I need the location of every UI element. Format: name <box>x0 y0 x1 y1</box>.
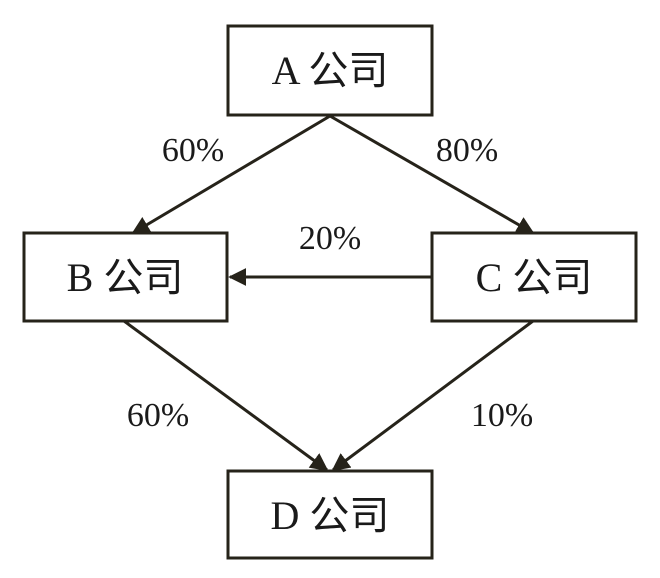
node-a: A 公司 <box>226 24 434 117</box>
node-a-box <box>226 24 434 117</box>
node-c-box <box>430 231 638 323</box>
edge-label-a-to-c: 80% <box>436 132 498 169</box>
node-b-label: B 公司 <box>67 255 184 300</box>
node-d-label: D 公司 <box>271 493 390 538</box>
edge-a-to-c <box>329 114 535 235</box>
edge-label-b-to-d: 60% <box>127 397 189 434</box>
node-b: B 公司 <box>22 231 229 323</box>
edge-label-a-to-b: 60% <box>162 132 224 169</box>
edge-label-c-to-d: 10% <box>471 397 533 434</box>
node-c-label: C 公司 <box>476 255 593 300</box>
edge-c-to-d <box>331 319 534 472</box>
node-c: C 公司 <box>430 231 638 323</box>
node-a-label: A 公司 <box>272 48 389 93</box>
node-d: D 公司 <box>226 469 434 560</box>
edge-a-to-b <box>131 114 331 235</box>
node-d-box <box>226 469 434 560</box>
edge-label-c-to-b: 20% <box>299 220 361 257</box>
node-b-box <box>22 231 229 323</box>
edge-b-to-d <box>123 319 329 472</box>
